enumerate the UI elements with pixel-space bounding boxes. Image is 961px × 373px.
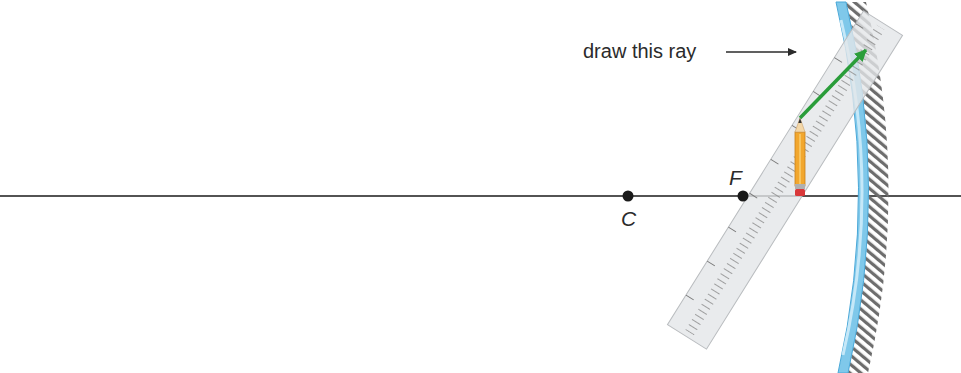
leader-line: [726, 51, 796, 52]
focal-point: [738, 191, 749, 202]
center-point: [623, 191, 634, 202]
point-label: F: [729, 167, 742, 188]
light-ray: [800, 50, 866, 118]
point-label: C: [621, 208, 636, 229]
pencil: [795, 118, 805, 196]
callout-text: draw this ray: [583, 41, 696, 61]
principal-axis: [0, 195, 961, 197]
ruler: [667, 11, 902, 349]
